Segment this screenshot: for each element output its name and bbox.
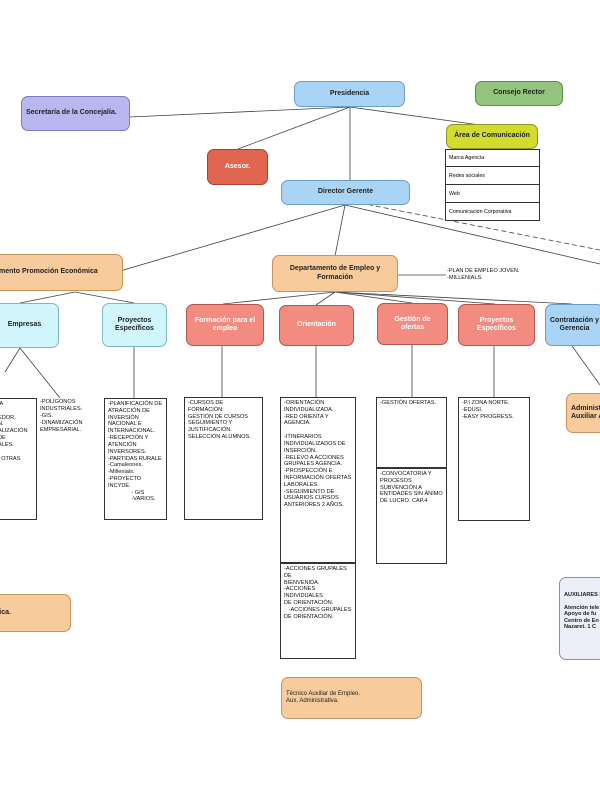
gestion-ofertas-list-1: -GESTIÓN OFERTAS. bbox=[376, 397, 447, 468]
tecnico-auxiliar-label: Técnico Auxiliar de Empleo. Aux. Adminis… bbox=[286, 691, 361, 704]
formacion-empleo-label: Formación para el empleo bbox=[194, 316, 256, 332]
asesor-label: Asesor. bbox=[224, 162, 251, 170]
plan-empleo-text: -PLAN DE EMPLEO JOVEN. -MILLENIALS. bbox=[447, 268, 520, 281]
orientacion-list-2: -ACCIONES GRUPALES DE BIENVENIDA. -ACCIO… bbox=[280, 563, 356, 659]
gestion-ofertas-label: Gestión de ofertas bbox=[394, 315, 431, 331]
cursos-list: -CURSOS DE FORMACIÓN: GESTIÓN DE CURSOS … bbox=[184, 397, 263, 520]
empresas-label: Empresas bbox=[7, 321, 42, 329]
auxiliares-node: AUXILIARES S Atención tele Apoyo de fu C… bbox=[559, 577, 600, 660]
gestion-ofertas-node: Gestión de ofertas bbox=[377, 303, 448, 345]
formacion-empleo-node: Formación para el empleo bbox=[186, 304, 264, 346]
dept-promocion-label: mento Promoción Económica bbox=[0, 268, 98, 276]
comunicacion-item: Comunicación Corporativa bbox=[445, 203, 540, 221]
proyectos-especificos-node-2: Proyectos Específicos bbox=[458, 304, 535, 346]
consejo-rector-node: Consejo Rector bbox=[475, 81, 563, 106]
gestion-ofertas-list-2: -CONVOCATORIA Y PROCESOS SUBVENCIÓN A EN… bbox=[376, 468, 447, 564]
orientacion-node: Orientación bbox=[279, 305, 354, 346]
contratacion-node: Contratación y Gerencia bbox=[545, 304, 600, 346]
presidencia-node: Presidencia bbox=[294, 81, 405, 107]
planificacion-list-text: -PLANIFICACIÓN DE ATRACCIÓN DE INVERSIÓN… bbox=[108, 401, 163, 503]
administrativo-node: Administra Auxiliar Ac bbox=[566, 393, 600, 433]
empresas-node: Empresas bbox=[0, 303, 59, 348]
administrativo-label: Administra Auxiliar Ac bbox=[571, 404, 600, 420]
asesor-node: Asesor. bbox=[207, 149, 268, 185]
director-gerente-label: Director Gerente bbox=[317, 188, 374, 196]
left-peach-node: nica. bbox=[0, 594, 71, 632]
cursos-list-text: -CURSOS DE FORMACIÓN: GESTIÓN DE CURSOS … bbox=[188, 400, 251, 441]
secretaria-label: Secretaría de la Concejalía. bbox=[26, 109, 117, 117]
secretaria-node: Secretaría de la Concejalía. bbox=[21, 96, 130, 131]
proyectos-especificos-node-1: Proyectos Específicos bbox=[102, 303, 167, 347]
orientacion-label: Orientación bbox=[297, 321, 336, 329]
comunicacion-item: Web bbox=[445, 185, 540, 203]
dept-empleo-label: Departamento de Empleo y Formación bbox=[289, 265, 381, 281]
area-comunicacion-node: Área de Comunicación bbox=[446, 124, 538, 149]
plan-empleo-note: -PLAN DE EMPLEO JOVEN. -MILLENIALS. bbox=[447, 268, 519, 282]
proyectos-especificos-label-1: Proyectos Específicos bbox=[115, 316, 154, 332]
orientacion-list-1-text: -ORIENTACIÓN INDIVIDUALIZADA. -RED ORIEN… bbox=[284, 400, 352, 509]
left-peach-label: nica. bbox=[0, 608, 11, 616]
dept-promocion-node: mento Promoción Económica bbox=[0, 254, 123, 291]
director-gerente-node: Director Gerente bbox=[281, 180, 410, 205]
gestion-ofertas-list-2-text: -CONVOCATORIA Y PROCESOS SUBVENCIÓN A EN… bbox=[380, 471, 443, 505]
contratacion-label: Contratación y Gerencia bbox=[550, 316, 600, 332]
auxiliares-label: AUXILIARES S Atención tele Apoyo de fu C… bbox=[564, 592, 600, 631]
tecnico-auxiliar-node: Técnico Auxiliar de Empleo. Aux. Adminis… bbox=[281, 677, 422, 719]
consejo-rector-label: Consejo Rector bbox=[493, 89, 545, 97]
planificacion-list: -PLANIFICACIÓN DE ATRACCIÓN DE INVERSIÓN… bbox=[104, 398, 167, 520]
comunicacion-item: Marca Agencia bbox=[445, 149, 540, 167]
orientacion-list-2-text: -ACCIONES GRUPALES DE BIENVENIDA. -ACCIO… bbox=[284, 566, 352, 620]
gestion-ofertas-list-1-text: -GESTIÓN OFERTAS. bbox=[380, 400, 437, 406]
orientacion-list-1: -ORIENTACIÓN INDIVIDUALIZADA. -RED ORIEN… bbox=[280, 397, 356, 563]
dept-empleo-node: Departamento de Empleo y Formación bbox=[272, 255, 398, 292]
presidencia-label: Presidencia bbox=[329, 89, 370, 97]
proyectos-especificos-list-2-text: -P.I ZONA NORTE. -EDUSI. -EASY PROGRESS. bbox=[462, 400, 514, 420]
proyectos-especificos-label-2: Proyectos Específicos bbox=[477, 316, 516, 332]
comunicacion-list: Marca Agencia Redes sociales Web Comunic… bbox=[445, 149, 540, 221]
area-comunicacion-label: Área de Comunicación bbox=[454, 132, 530, 140]
poligonos-list-text: -POLÍGONOS INDUSTRIALES. -GIS. -DINAMIZA… bbox=[40, 399, 83, 433]
proyectos-especificos-list-2: -P.I ZONA NORTE. -EDUSI. -EASY PROGRESS. bbox=[458, 397, 530, 521]
comunicacion-item: Redes sociales bbox=[445, 167, 540, 185]
poligonos-list: -POLÍGONOS INDUSTRIALES. -GIS. -DINAMIZA… bbox=[40, 399, 83, 434]
